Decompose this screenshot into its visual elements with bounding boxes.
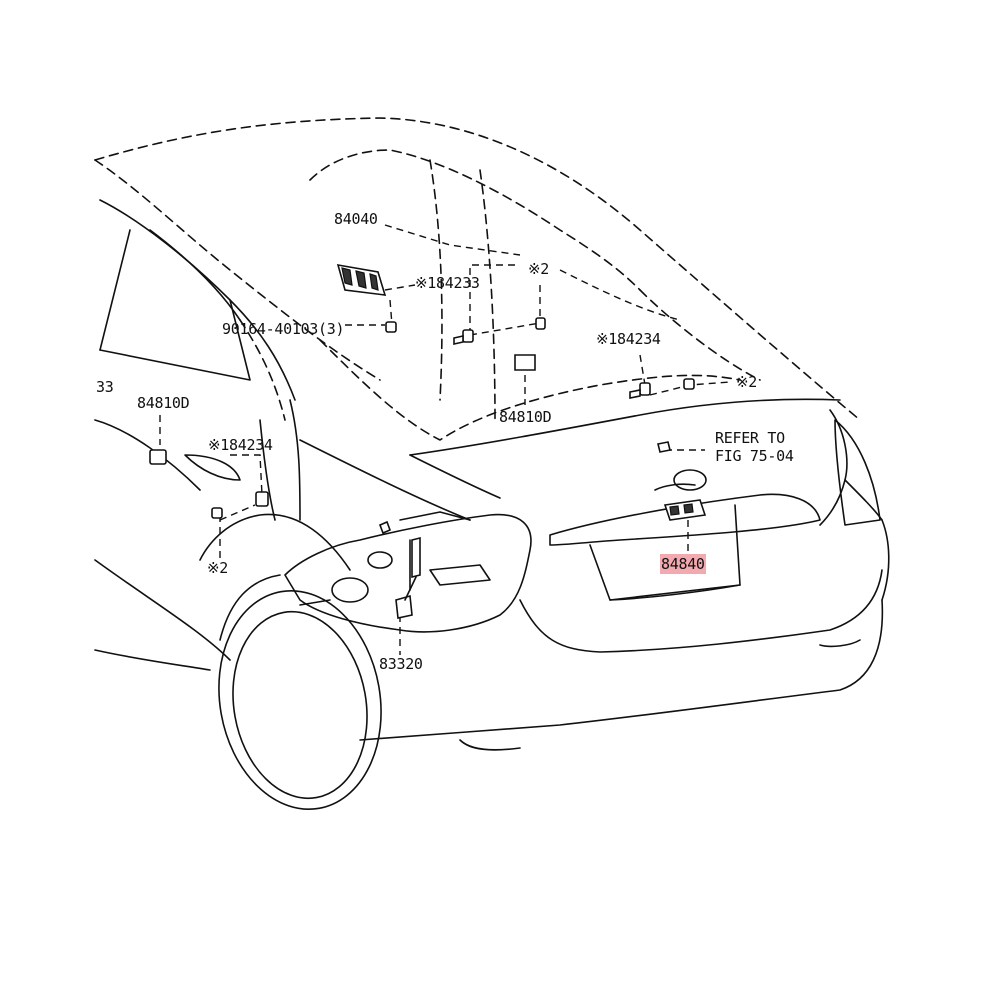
part-84840-switch	[663, 499, 707, 521]
car-body-outline	[94, 117, 890, 751]
label-90164-40103: 90164-40103(3)	[222, 320, 345, 338]
part-84040-switch	[336, 263, 387, 296]
label-edge-fragment: 33	[96, 378, 114, 396]
label-note2-left: ※2	[207, 559, 228, 577]
label-84234-left: ※184234	[208, 436, 273, 454]
label-84810d-left: 84810D	[137, 394, 190, 412]
label-note2-top: ※2	[528, 260, 549, 278]
label-note2-right: ※2	[736, 373, 757, 391]
label-refer-line1: REFER TO	[715, 429, 785, 447]
rear-wheel	[218, 574, 382, 811]
fuel-tank-area	[284, 511, 532, 633]
part-83320-sender	[378, 520, 421, 619]
label-84840: 84840	[660, 554, 706, 574]
label-84233: ※184233	[415, 274, 480, 292]
component-parts	[149, 263, 707, 619]
label-refer-line2: FIG 75-04	[715, 447, 794, 465]
label-84840-highlight: 84840	[660, 554, 706, 574]
label-84810d-center: 84810D	[499, 408, 552, 426]
label-84234-right: ※184234	[596, 330, 661, 348]
fastener-top	[149, 317, 707, 519]
label-84040: 84040	[334, 210, 378, 228]
label-83320: 83320	[379, 655, 423, 673]
